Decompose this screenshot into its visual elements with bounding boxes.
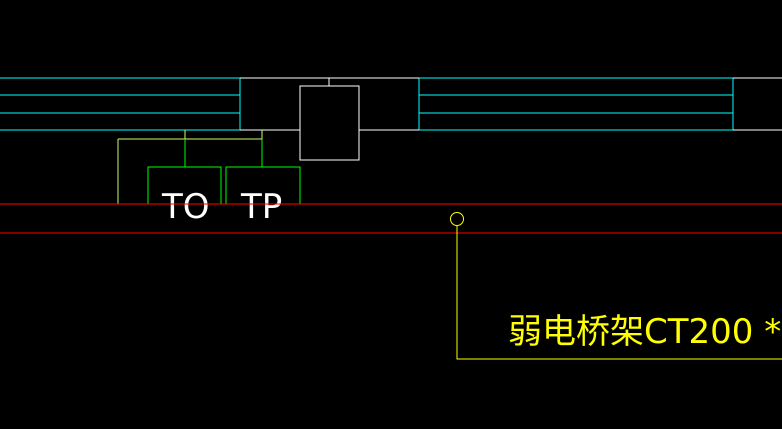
red-trunking (0, 203, 782, 234)
white-frame (240, 77, 782, 161)
tray-annotation: 弱电桥架CT200 *100 (508, 312, 782, 352)
equipment-box (299, 85, 360, 161)
outlet-boxes (147, 166, 301, 204)
left-cable-bundle (0, 77, 241, 131)
leader-marker-circle (450, 212, 464, 226)
outlet-box-to (147, 166, 222, 204)
outlet-label-to: TO (161, 187, 210, 227)
tray-leader (450, 212, 782, 360)
outlet-feeder (117, 130, 263, 204)
right-cable-bundle (418, 77, 734, 131)
outlet-box-tp (225, 166, 301, 204)
leader-line (456, 226, 782, 360)
outlet-label-tp: TP (240, 187, 282, 227)
